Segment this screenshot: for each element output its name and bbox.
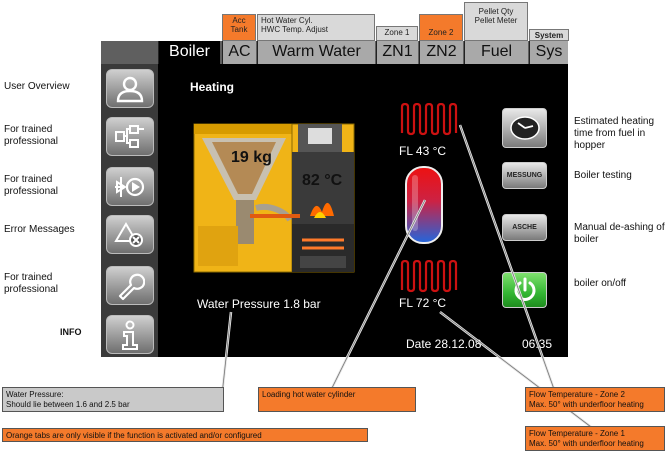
warning-icon (114, 221, 143, 247)
tab-zone1-small[interactable]: Zone 1 (376, 26, 418, 41)
info-icon (122, 320, 138, 350)
manual-deashing-button[interactable]: ASCHE (502, 214, 547, 241)
pump-valve-button[interactable] (106, 167, 154, 206)
callout-loading-cylinder: Loading hot water cylinder (258, 387, 416, 412)
screen-heading: Heating (190, 80, 235, 94)
service-button[interactable] (106, 266, 154, 305)
annotation-trained-1: For trained professional (4, 124, 58, 147)
boiler-temperature: 82 °C (302, 172, 343, 189)
annotation-deashing: Manual de-ashing of boiler (574, 222, 665, 245)
callout-orange-tabs-note: Orange tabs are only visible if the func… (2, 428, 368, 442)
annotation-boiler-testing: Boiler testing (574, 170, 632, 181)
flow-temp-zone1: FL 72 °C (399, 296, 447, 310)
tab-ac[interactable]: AC (222, 41, 256, 64)
info-button[interactable] (106, 315, 154, 354)
estimated-time-button[interactable] (502, 108, 547, 148)
boiler-illustration (193, 123, 355, 273)
annotation-trained-3: For trained professional (4, 272, 58, 295)
tab-acc-tank-small[interactable]: Acc Tank (222, 14, 256, 41)
zone1-heater-icon (400, 260, 458, 293)
fuel-weight: 19 kg (231, 149, 272, 166)
tab-system-small[interactable]: System (529, 29, 569, 41)
pump-icon (115, 176, 145, 197)
callout-zone1-flow: Flow Temperature - Zone 1 Max. 50° with … (525, 426, 665, 451)
annotation-error-messages: Error Messages (4, 224, 75, 235)
error-messages-button[interactable] (106, 215, 154, 254)
zone2-heater-icon (400, 103, 458, 136)
user-icon (116, 76, 144, 102)
annotation-info: INFO (60, 327, 82, 337)
date-display: Date 28.12.08 (406, 337, 482, 351)
boiler-testing-button[interactable]: MESSUNG (502, 162, 547, 189)
flow-chart-icon (115, 124, 144, 148)
testing-button-label: MESSUNG (506, 172, 543, 179)
tab-hot-water-small[interactable]: Hot Water Cyl. HWC Temp. Adjust (257, 14, 375, 41)
tab-zn1[interactable]: ZN1 (376, 41, 418, 64)
callout-water-pressure: Water Pressure: Should lie between 1.6 a… (2, 387, 224, 412)
annotation-user-overview: User Overview (4, 81, 70, 92)
boiler-power-button[interactable] (502, 272, 547, 308)
flow-temp-zone2: FL 43 °C (399, 144, 447, 158)
annotation-power: boiler on/off (574, 278, 627, 289)
callout-zone2-flow: Flow Temperature - Zone 2 Max. 50° with … (525, 387, 665, 412)
wrench-icon (118, 273, 145, 300)
tab-fuel[interactable]: Fuel (464, 41, 528, 64)
power-icon (514, 277, 535, 301)
user-overview-button[interactable] (106, 69, 154, 108)
left-sidebar (101, 64, 158, 357)
tab-zn2[interactable]: ZN2 (419, 41, 463, 64)
tab-boiler[interactable]: Boiler (158, 41, 220, 64)
clock-icon (509, 116, 540, 140)
settings-tree-button[interactable] (106, 117, 154, 156)
annotation-trained-2: For trained professional (4, 174, 58, 197)
tab-warm-water[interactable]: Warm Water (257, 41, 375, 64)
tab-pellet-small[interactable]: Pellet Qty Pellet Meter (464, 2, 528, 41)
ash-button-label: ASCHE (512, 224, 537, 231)
annotation-estimated-time: Estimated heating time from fuel in hopp… (574, 116, 655, 151)
tab-zone2-small[interactable]: Zone 2 (419, 14, 463, 41)
water-pressure-readout: Water Pressure 1.8 bar (197, 297, 321, 311)
hot-water-cylinder-icon (405, 166, 443, 244)
tab-sys[interactable]: Sys (529, 41, 568, 64)
